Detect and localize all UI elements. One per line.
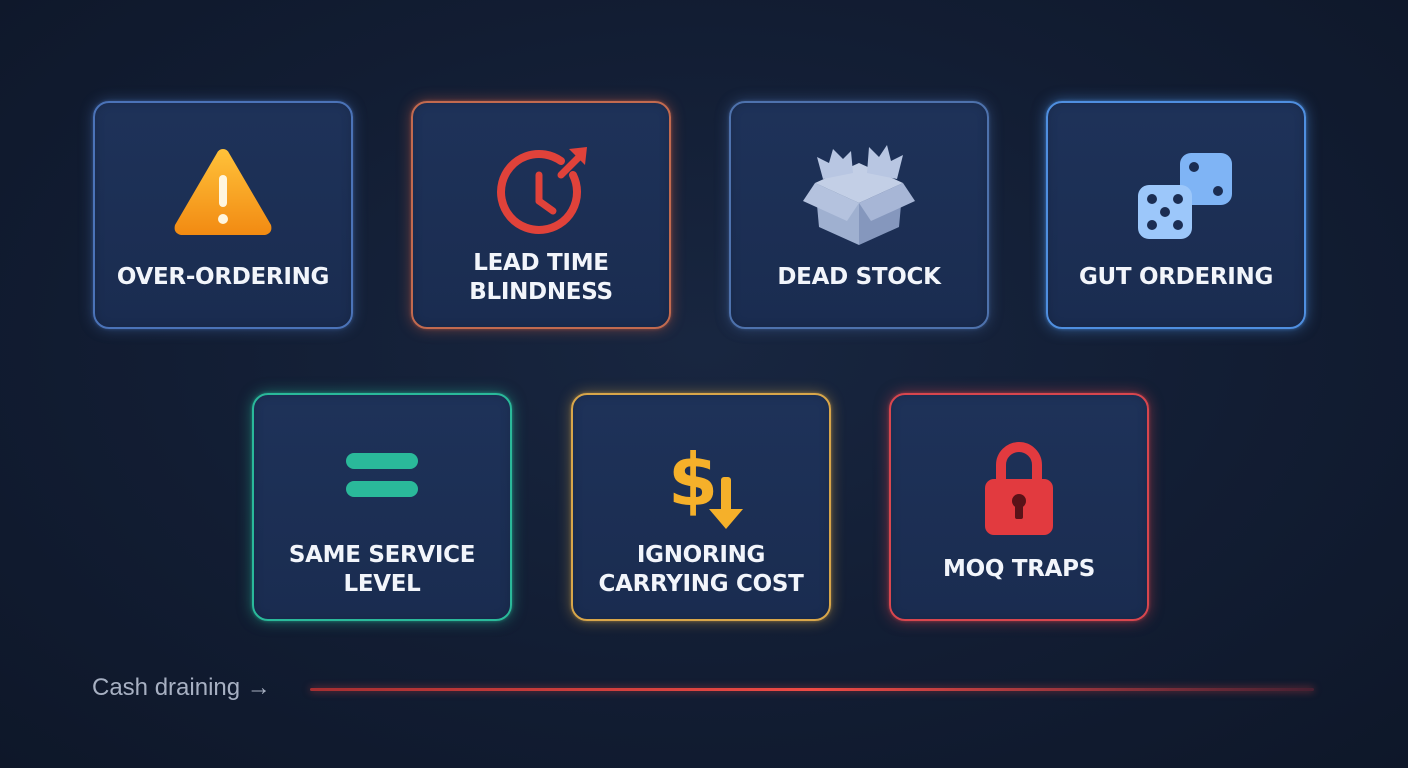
card-label-line-2: BLINDNESS (469, 279, 613, 305)
dollar-down-icon: $ (641, 431, 761, 541)
card-label-line-1: LEAD TIME (473, 250, 609, 276)
card-label: MOQ TRAPS (943, 556, 1095, 582)
card-ignoring-carrying-cost: $ IGNORING CARRYING COST (571, 393, 831, 621)
clock-arrow-icon (481, 139, 601, 249)
svg-text:$: $ (668, 438, 718, 522)
card-label: DEAD STOCK (777, 264, 941, 290)
warning-icon (163, 139, 283, 249)
equals-icon (322, 431, 442, 541)
card-label: LEAD TIME BLINDNESS (423, 249, 659, 307)
padlock-icon (959, 431, 1079, 541)
dice-icon (1116, 139, 1236, 249)
card-gut-ordering: GUT ORDERING (1046, 101, 1306, 329)
card-label: OVER-ORDERING (116, 264, 330, 290)
card-label-line-1: IGNORING (636, 542, 766, 568)
cash-draining-label: Cash draining → (92, 674, 271, 701)
card-dead-stock: DEAD STOCK (729, 101, 989, 329)
card-label-line-1: SAME SERVICE (288, 542, 476, 568)
card-moq-traps: MOQ TRAPS (889, 393, 1149, 621)
card-over-ordering: OVER-ORDERING (93, 101, 353, 329)
broken-box-icon (799, 139, 919, 249)
card-label-line-2: CARRYING COST (598, 571, 804, 597)
card-lead-time-blindness: LEAD TIME BLINDNESS (411, 101, 671, 329)
card-label: SAME SERVICE LEVEL (264, 541, 500, 599)
cash-draining-line (310, 688, 1314, 691)
card-label: GUT ORDERING (1078, 264, 1274, 290)
card-label: IGNORING CARRYING COST (583, 541, 819, 599)
card-same-service-level: SAME SERVICE LEVEL (252, 393, 512, 621)
card-label-line-2: LEVEL (343, 571, 421, 597)
